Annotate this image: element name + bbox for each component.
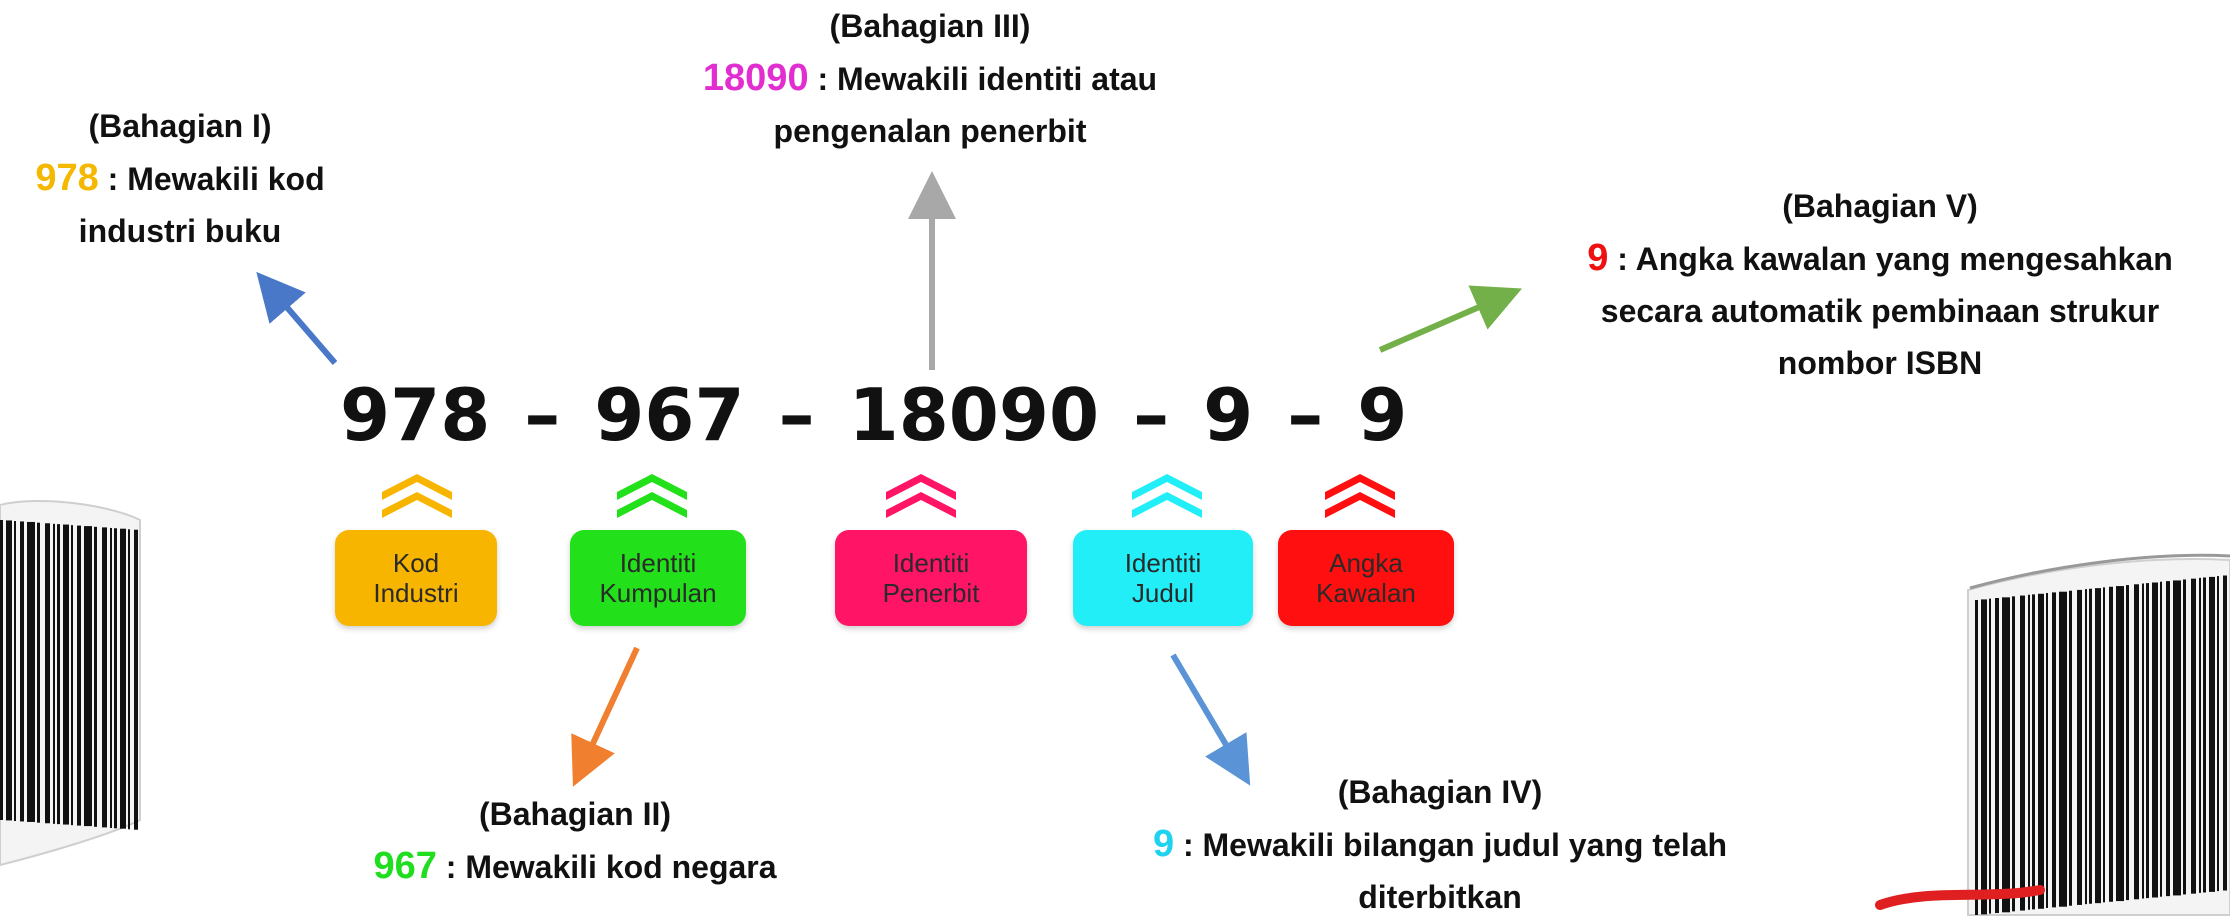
- annotation-part4: (Bahagian IV) 9 : Mewakili bilangan judu…: [1090, 766, 1790, 923]
- chevron-up-icon: [1132, 474, 1202, 518]
- annotation-desc-line2: secara automatik pembinaan strukur: [1600, 293, 2160, 329]
- annotation-desc-line1: : Angka kawalan yang mengesahkan: [1608, 241, 2173, 277]
- annotation-number-part4: 9: [1152, 823, 1175, 865]
- box-label-line1: Identiti: [619, 548, 697, 578]
- box-label-line2: Kawalan: [1316, 578, 1416, 608]
- annotation-heading: (Bahagian III): [829, 8, 1031, 44]
- box-label-line2: Kumpulan: [599, 578, 717, 608]
- isbn-part1: 978: [340, 373, 491, 457]
- barcode-book-right-icon: [1875, 553, 2230, 916]
- box-label-line1: Angka: [1329, 548, 1403, 578]
- annotation-number-part3: 18090: [702, 57, 809, 99]
- annotation-part2: (Bahagian II) 967 : Mewakili kod negara: [290, 788, 860, 893]
- annotation-desc-line1: : Mewakili kod: [98, 161, 325, 197]
- annotation-desc-line1: : Mewakili bilangan judul yang telah: [1174, 827, 1728, 863]
- annotation-desc-line2: diterbitkan: [1358, 879, 1522, 915]
- box-label-line2: Judul: [1131, 578, 1195, 608]
- box-kod-industri: Kod Industri: [335, 530, 497, 626]
- arrow-part4: [1170, 653, 1251, 786]
- annotation-part1: (Bahagian I) 978 : Mewakili kod industri…: [0, 100, 360, 257]
- annotation-heading: (Bahagian IV): [1337, 774, 1543, 810]
- isbn-separator: –: [778, 373, 815, 457]
- annotation-heading: (Bahagian II): [478, 796, 671, 832]
- isbn-part3: 18090: [848, 373, 1100, 457]
- annotation-desc-line1: : Mewakili kod negara: [436, 849, 777, 885]
- annotation-part5: (Bahagian V) 9 : Angka kawalan yang meng…: [1530, 180, 2230, 389]
- isbn-part4: 9: [1203, 373, 1254, 457]
- chevron-up-icon: [382, 474, 452, 518]
- chevron-up-icon: [1325, 474, 1395, 518]
- isbn-separator: –: [1287, 373, 1324, 457]
- annotation-heading: (Bahagian V): [1782, 188, 1978, 224]
- isbn-separator: –: [1133, 373, 1170, 457]
- annotation-desc-line3: nombor ISBN: [1777, 345, 1983, 381]
- isbn-separator: –: [524, 373, 561, 457]
- annotation-number-part2: 967: [373, 845, 437, 887]
- annotation-heading: (Bahagian I): [88, 108, 272, 144]
- chevron-up-icon: [886, 474, 956, 518]
- box-identiti-kumpulan: Identiti Kumpulan: [570, 530, 746, 626]
- box-label-line1: Identiti: [892, 548, 970, 578]
- box-label-line1: Kod: [392, 548, 440, 578]
- box-identiti-penerbit: Identiti Penerbit: [835, 530, 1027, 626]
- box-label-line2: Penerbit: [882, 578, 980, 608]
- box-label-line1: Identiti: [1124, 548, 1202, 578]
- annotation-desc-line2: industri buku: [78, 213, 282, 249]
- isbn-part5: 9: [1357, 373, 1408, 457]
- box-identiti-judul: Identiti Judul: [1073, 530, 1253, 626]
- chevron-up-icon: [617, 474, 687, 518]
- box-angka-kawalan: Angka Kawalan: [1278, 530, 1454, 626]
- barcode-book-left-icon: [0, 500, 141, 867]
- annotation-desc-line1: : Mewakili identiti atau: [808, 61, 1158, 97]
- isbn-number: 978 – 967 – 18090 – 9 – 9: [340, 360, 1407, 470]
- annotation-number-part5: 9: [1587, 237, 1609, 279]
- annotation-number-part1: 978: [35, 157, 99, 199]
- arrow-part1: [256, 271, 338, 365]
- isbn-part2: 967: [594, 373, 745, 457]
- arrow-part5: [1378, 285, 1523, 353]
- annotation-part3: (Bahagian III) 18090 : Mewakili identiti…: [600, 0, 1260, 157]
- arrow-part2: [571, 646, 640, 787]
- box-label-line2: Industri: [373, 578, 459, 608]
- annotation-desc-line2: pengenalan penerbit: [773, 113, 1087, 149]
